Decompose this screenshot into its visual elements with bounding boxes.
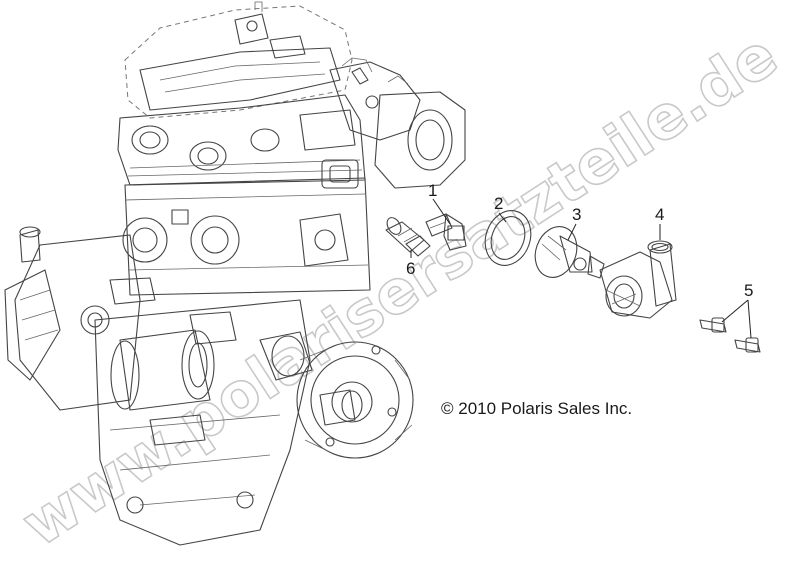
starter-motor [110,311,313,411]
part-5-bolts [699,317,761,353]
callout-1: 1 [428,181,437,200]
part-6-fitting [385,217,431,257]
crankcase [4,226,156,411]
part-2-seal-ring [484,210,532,266]
copyright-notice: © 2010 Polaris Sales Inc. [441,399,632,418]
part-1-sensor [425,213,467,251]
cylinder-block [122,177,371,296]
watermark-text: www.polarisersatzteile.de [10,20,790,560]
oil-pan [94,299,311,546]
valve-cover [124,1,353,119]
callout-2: 2 [494,194,503,213]
callout-3: 3 [572,205,581,224]
callout-5: 5 [744,281,753,300]
cylinder-head [117,94,366,189]
callout-4: 4 [655,205,664,224]
throttle-body [329,57,466,189]
part-3-thermostat [534,226,605,279]
engine-assembly-illustration [4,1,466,546]
callout-6: 6 [406,259,415,278]
part-4-thermostat-housing [599,240,677,319]
leader-lines [410,198,752,339]
drive-pulley [296,341,414,459]
